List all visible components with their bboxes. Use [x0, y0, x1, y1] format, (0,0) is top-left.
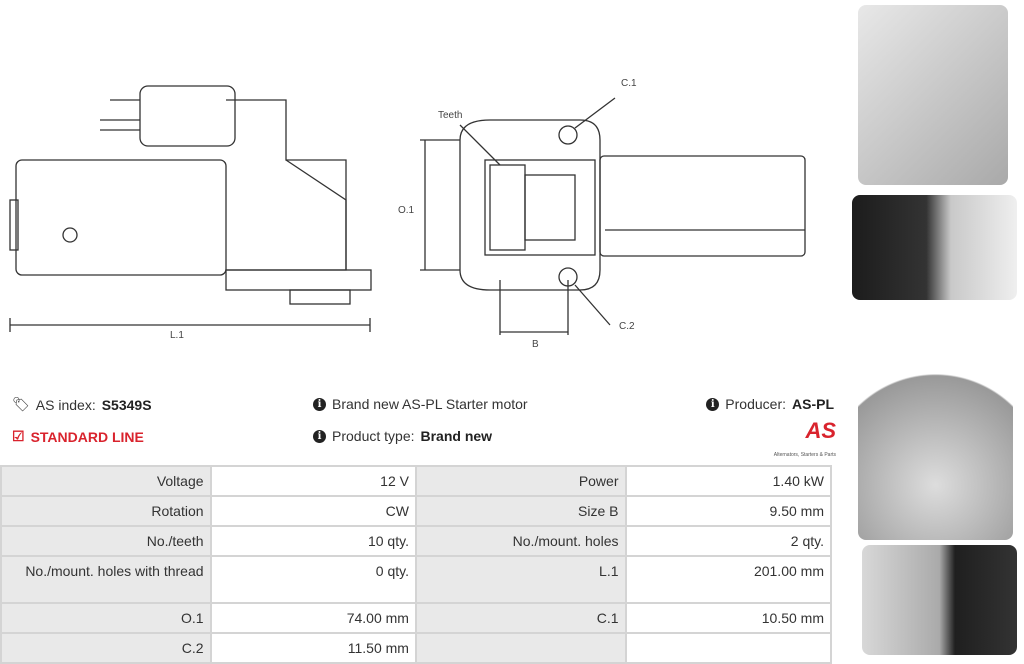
- spec-label: Power: [414, 465, 627, 497]
- spec-value: 1.40 kW: [624, 465, 832, 497]
- spec-value: 74.00 mm: [209, 602, 417, 634]
- dim-c2-label: C.2: [619, 321, 635, 332]
- spec-label: O.1: [0, 602, 212, 634]
- spec-value: 12 V: [209, 465, 417, 497]
- spec-label: Size B: [414, 495, 627, 527]
- spec-value: [624, 632, 832, 664]
- spec-value: 2 qty.: [624, 525, 832, 557]
- checkbox-icon: ☑: [12, 428, 25, 444]
- front-view-drawing: [420, 97, 806, 335]
- dim-l1-label: L.1: [170, 330, 184, 341]
- spec-label: No./mount. holes: [414, 525, 627, 557]
- product-line: ☑ STANDARD LINE: [12, 428, 144, 445]
- spec-value: 0 qty.: [209, 555, 417, 604]
- spec-value: CW: [209, 495, 417, 527]
- info-icon: i: [706, 397, 720, 411]
- dim-o1-label: O.1: [398, 205, 415, 216]
- product-photo-angle[interactable]: [862, 545, 1017, 655]
- spec-value: 9.50 mm: [624, 495, 832, 527]
- as-pl-logo: AS Alternators, Starters & Parts: [773, 418, 836, 459]
- spec-label: No./teeth: [0, 525, 212, 557]
- side-view-drawing: [9, 85, 372, 332]
- product-photo-front[interactable]: [858, 320, 1013, 540]
- spec-value: 201.00 mm: [624, 555, 832, 604]
- tag-icon: 🏷︎: [12, 396, 30, 412]
- spec-value: 11.50 mm: [209, 632, 417, 664]
- spec-label: C.1: [414, 602, 627, 634]
- spec-label: L.1: [414, 555, 627, 604]
- spec-label: Voltage: [0, 465, 212, 497]
- info-icon: i: [313, 429, 326, 443]
- dim-teeth-label: Teeth: [438, 110, 463, 121]
- spec-label: No./mount. holes with thread: [0, 555, 212, 604]
- spec-label: Rotation: [0, 495, 212, 527]
- spec-value: 10.50 mm: [624, 602, 832, 634]
- dim-b-label: B: [532, 339, 539, 350]
- spec-value: 10 qty.: [209, 525, 417, 557]
- product-photo-rear[interactable]: [858, 5, 1008, 185]
- info-icon: i: [313, 397, 326, 411]
- product-photo-side[interactable]: [852, 195, 1017, 300]
- dim-c1-label: C.1: [621, 78, 637, 89]
- spec-label: C.2: [0, 632, 212, 664]
- as-index: 🏷︎ AS index:S5349S: [12, 396, 152, 413]
- spec-label: [414, 632, 627, 664]
